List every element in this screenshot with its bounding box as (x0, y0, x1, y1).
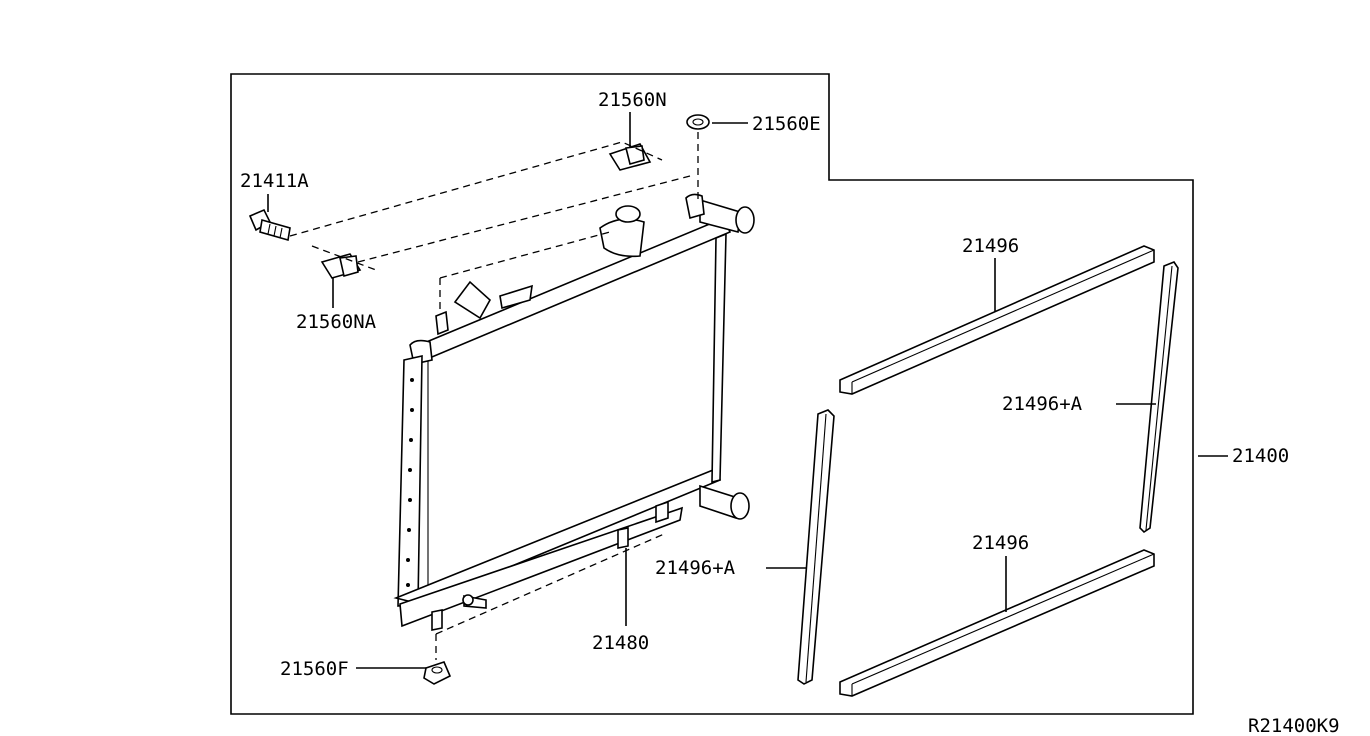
cap-21560e (686, 114, 710, 130)
leader-lines (267, 112, 1228, 669)
label-21560n: 21560N (598, 89, 667, 111)
label-21560f: 21560F (280, 658, 349, 680)
label-21560na: 21560NA (296, 311, 377, 333)
label-21560e: 21560E (752, 113, 821, 135)
clip-21560na (320, 253, 362, 279)
label-21411a: 21411A (240, 170, 309, 192)
label-21496a-left: 21496+A (655, 557, 736, 579)
label-21400: 21400 (1232, 445, 1289, 467)
label-21480: 21480 (592, 632, 649, 654)
diagram-frame (230, 73, 1194, 715)
label-21496-bottom: 21496 (972, 532, 1029, 554)
seal-21496-top (839, 245, 1155, 395)
label-21496-top: 21496 (962, 235, 1019, 257)
nut-21560f (423, 661, 452, 685)
diagram-code: R21400K9 (1248, 715, 1340, 736)
label-21496a-right: 21496+A (1002, 393, 1083, 415)
radiator-core (393, 193, 755, 631)
seal-21496-bottom (839, 549, 1155, 697)
bolt-21411a (248, 208, 291, 242)
